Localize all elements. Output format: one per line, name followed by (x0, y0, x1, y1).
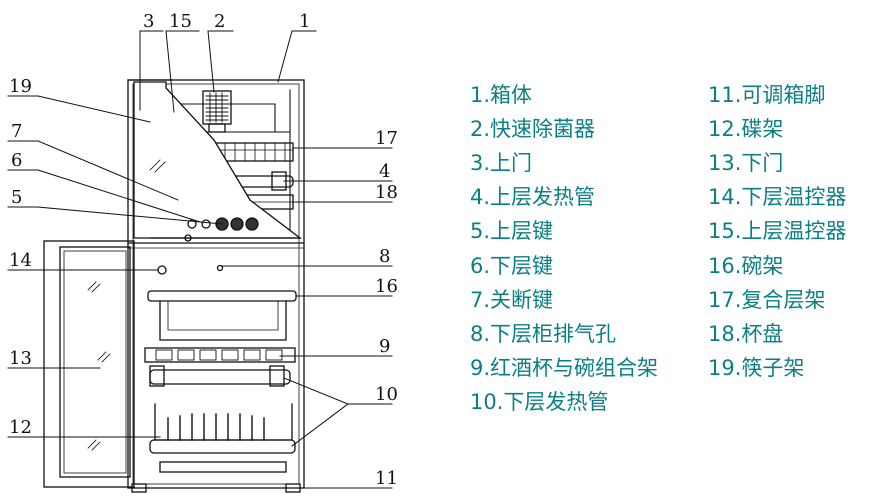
parts-legend: 1.箱体 11.可调箱脚 2.快速除菌器 12.碟架 3.上门 13.下门 4.… (470, 78, 878, 420)
legend-item-16: 16.碗架 (708, 253, 784, 278)
lower-exhaust-hole (216, 264, 224, 272)
legend-item-10: 10.下层发热管 (470, 390, 609, 415)
legend-item-13: 13.下门 (708, 150, 784, 175)
wine-glass-bowl-rack (144, 347, 296, 363)
legend-item-8: 8.下层柜排气孔 (470, 321, 617, 346)
callout-12: 12 (9, 417, 32, 438)
bowl-rack (147, 290, 297, 341)
callout-6: 6 (11, 150, 22, 171)
legend-item-2: 2.快速除菌器 (470, 116, 596, 141)
dish-rack (154, 403, 293, 473)
callout-10: 10 (375, 384, 398, 405)
lower-door (43, 240, 135, 488)
shutoff-key (230, 217, 244, 231)
legend-item-6: 6.下层键 (470, 253, 554, 278)
callout-7: 7 (11, 121, 22, 142)
legend-item-14: 14.下层温控器 (708, 185, 847, 210)
callout-16: 16 (375, 276, 398, 297)
callout-19: 19 (9, 76, 32, 97)
fast-sterilizer (202, 90, 232, 133)
callout-5: 5 (11, 187, 22, 208)
callout-9: 9 (379, 336, 390, 357)
lower-key-2 (201, 219, 211, 229)
legend-item-18: 18.杯盘 (708, 321, 784, 346)
lower-key (187, 219, 197, 229)
callout-17: 17 (375, 128, 398, 149)
legend-item-15: 15.上层温控器 (708, 219, 847, 244)
callout-3: 3 (143, 11, 154, 32)
legend-item-9: 9.红酒杯与碗组合架 (470, 356, 659, 381)
callout-2: 2 (214, 11, 225, 32)
legend-item-4: 4.上层发热管 (470, 185, 596, 210)
callout-numbers: 3 15 2 1 19 7 6 5 14 13 12 17 4 18 8 16 … (9, 11, 398, 489)
lower-thermostat (157, 265, 167, 275)
legend-item-3: 3.上门 (470, 150, 533, 175)
legend-item-7: 7.关断键 (470, 287, 554, 312)
legend-item-1: 1.箱体 (470, 82, 533, 107)
callout-13: 13 (9, 348, 32, 369)
callout-15: 15 (169, 11, 192, 32)
callout-14: 14 (9, 250, 32, 271)
legend-item-5: 5.上层键 (470, 219, 554, 244)
legend-item-19: 19.筷子架 (708, 356, 805, 381)
callout-11: 11 (375, 468, 398, 489)
callout-4: 4 (379, 161, 390, 182)
legend-item-12: 12.碟架 (708, 116, 784, 141)
leader-lines (7, 30, 393, 489)
cabinet-body (127, 79, 305, 493)
shutoff-key-2 (245, 217, 259, 231)
callout-1: 1 (299, 11, 310, 32)
callout-18: 18 (375, 182, 398, 203)
legend-item-17: 17.复合层架 (708, 287, 826, 312)
callout-8: 8 (379, 246, 390, 267)
legend-item-11: 11.可调箱脚 (708, 82, 826, 107)
